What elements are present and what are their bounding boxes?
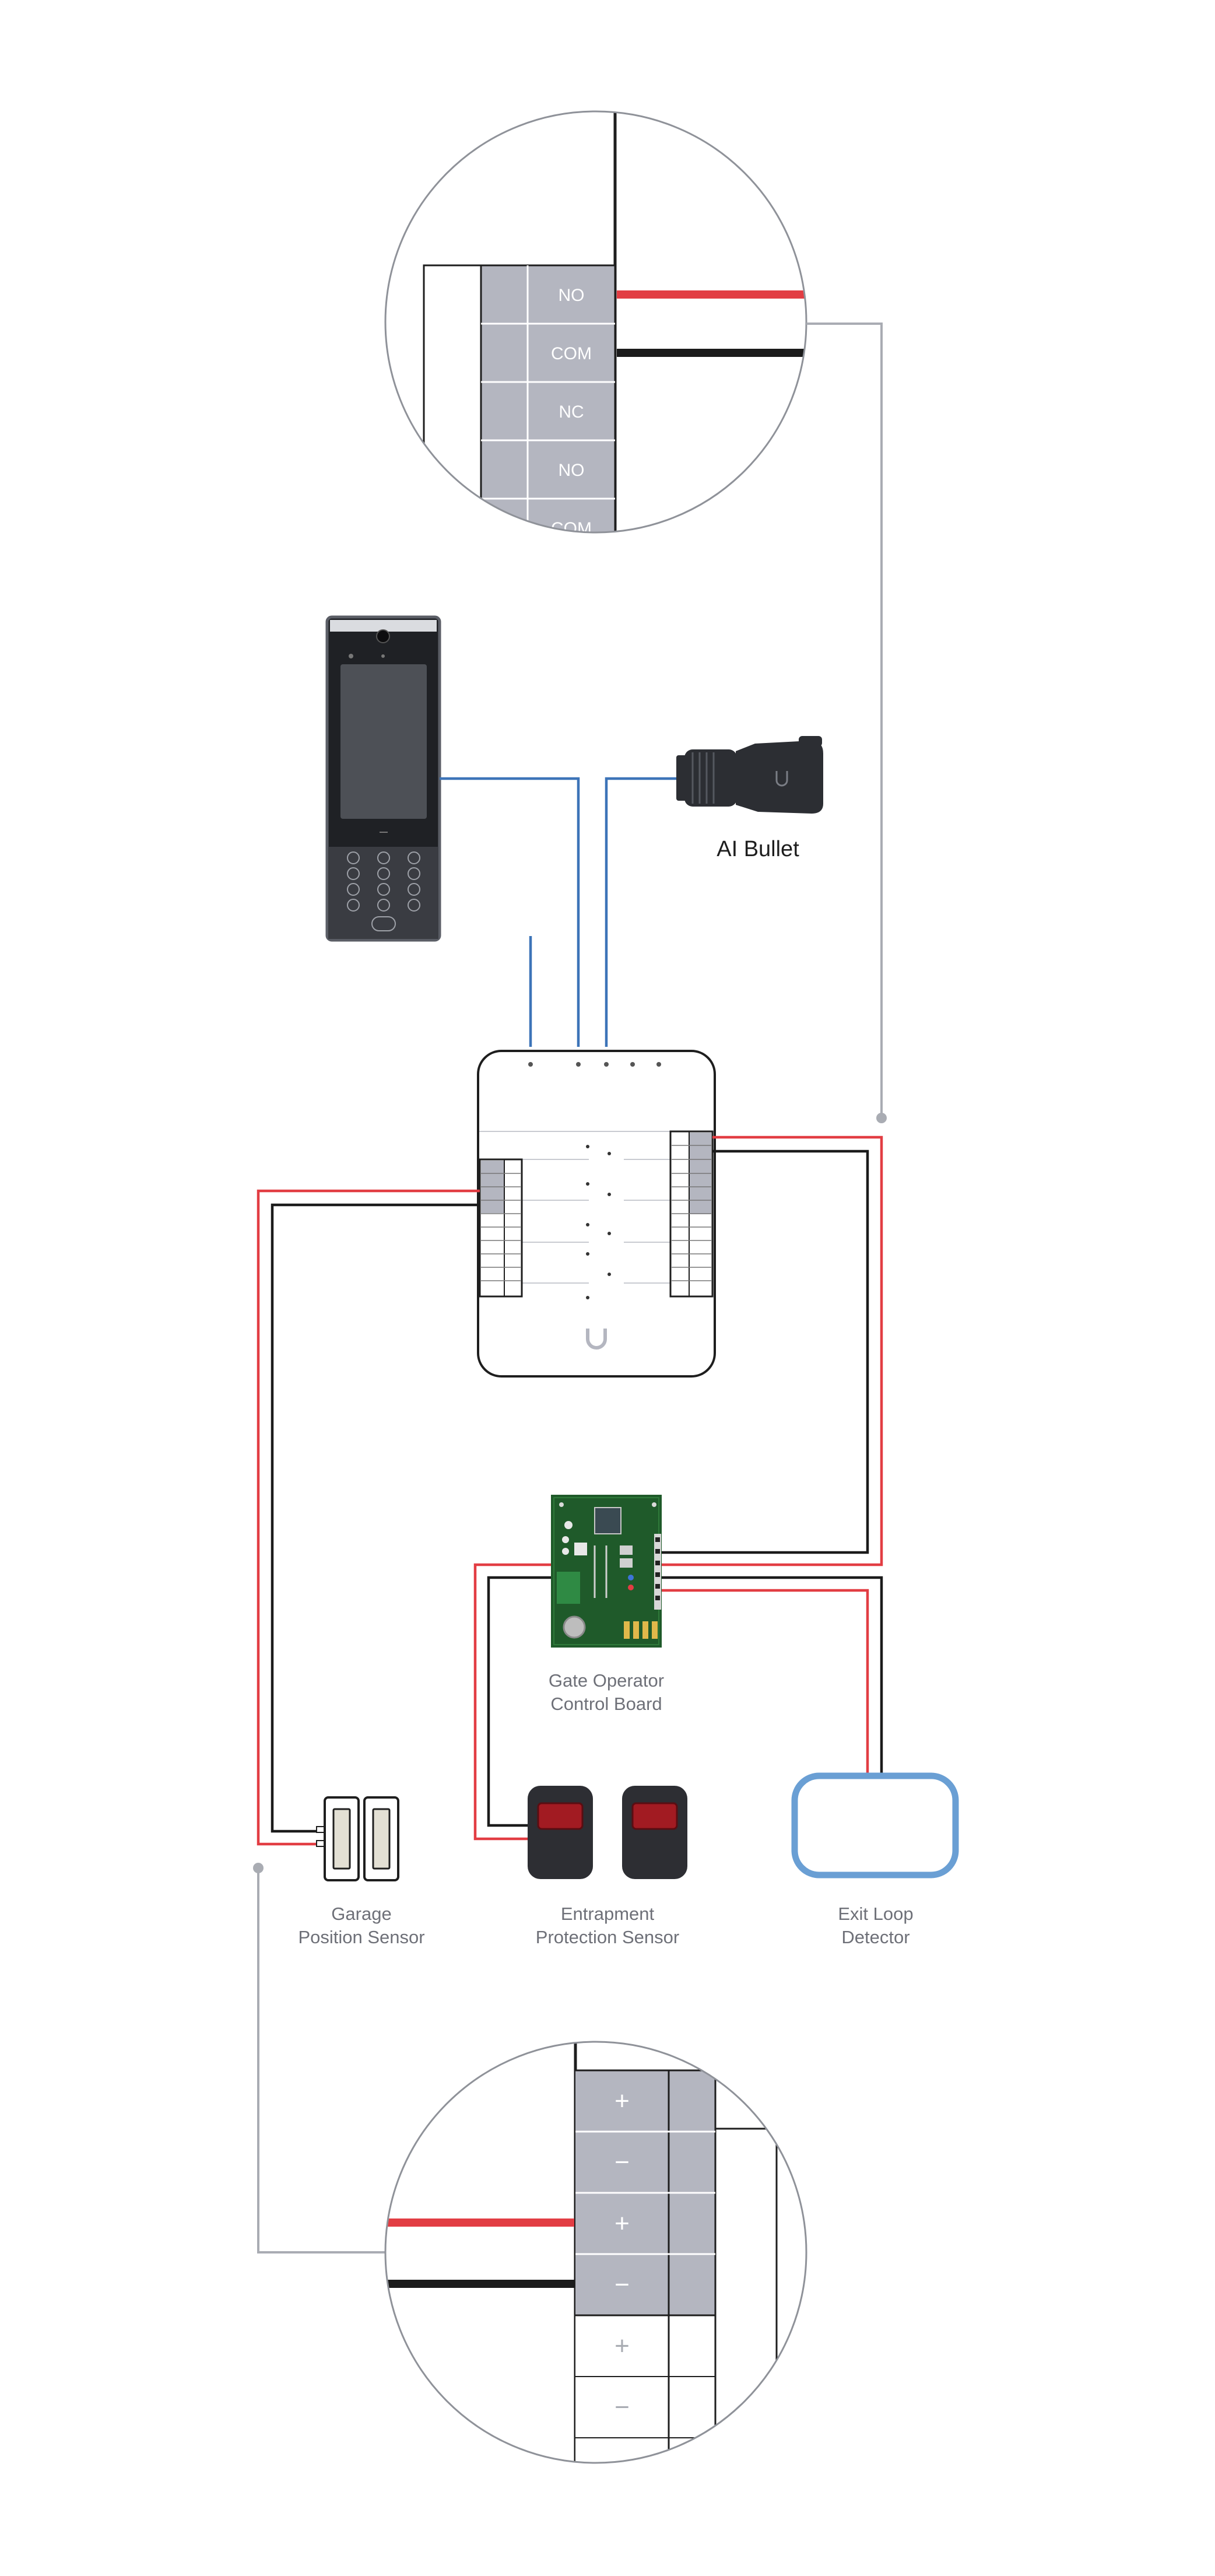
power-terminal-label: − xyxy=(614,2270,630,2299)
relay-terminal-label: NC xyxy=(559,402,584,422)
exit-loop-label-line1: Exit Loop xyxy=(838,1904,913,1924)
access-hub-icon xyxy=(477,1050,716,1378)
entrapment-black-wire xyxy=(487,1576,551,1827)
magnetic-contact-icon xyxy=(316,1796,399,1881)
entrapment-sensor-label-line2: Protection Sensor xyxy=(536,1927,679,1947)
power-terminal-label: + xyxy=(614,2332,630,2360)
power-terminal-label: − xyxy=(614,2148,630,2177)
power-terminal-label: + xyxy=(614,2209,630,2238)
hub-relay-red-wire xyxy=(662,1135,883,1566)
relay-leader-line xyxy=(806,323,883,1118)
power-leader-line xyxy=(257,1868,385,2253)
garage-sensor-black-wire xyxy=(271,1203,480,1833)
exit-loop-red-wire xyxy=(662,1589,869,1773)
intercom-keypad-icon xyxy=(325,615,441,942)
relay-terminal-label: COM xyxy=(551,344,592,363)
intercom-network-cable xyxy=(440,777,580,1047)
camera-network-cable xyxy=(605,777,676,1047)
circuit-board-icon xyxy=(551,1495,662,1648)
garage-sensor-red-wire xyxy=(257,1189,480,1846)
hub-relay-black-wire xyxy=(662,1149,869,1554)
exit-loop-black-wire xyxy=(662,1576,883,1773)
camera-label: AI Bullet xyxy=(717,837,799,861)
entrapment-sensor-label-line1: Entrapment xyxy=(561,1904,655,1924)
relay-terminal-label: NO xyxy=(559,286,585,305)
bullet-camera-icon xyxy=(676,736,823,814)
remote-sensor-icon xyxy=(528,1786,687,1879)
relay-terminal-zoom: NO COM NC NO COM xyxy=(384,110,807,534)
relay-terminal-label: NO xyxy=(559,461,585,480)
entrapment-red-wire xyxy=(473,1563,551,1841)
power-terminal-zoom: + − + − + − xyxy=(384,2041,807,2464)
garage-sensor-label-line1: Garage xyxy=(331,1904,391,1924)
power-terminal-label: − xyxy=(614,2393,630,2421)
garage-sensor-label-line2: Position Sensor xyxy=(298,1927,424,1947)
gate-board-label-line2: Control Board xyxy=(550,1694,662,1714)
gate-board-label-line1: Gate Operator xyxy=(549,1670,664,1691)
exit-loop-label-line2: Detector xyxy=(841,1927,910,1947)
loop-detector-icon xyxy=(791,1772,959,1878)
power-terminal-label: + xyxy=(614,2087,630,2115)
